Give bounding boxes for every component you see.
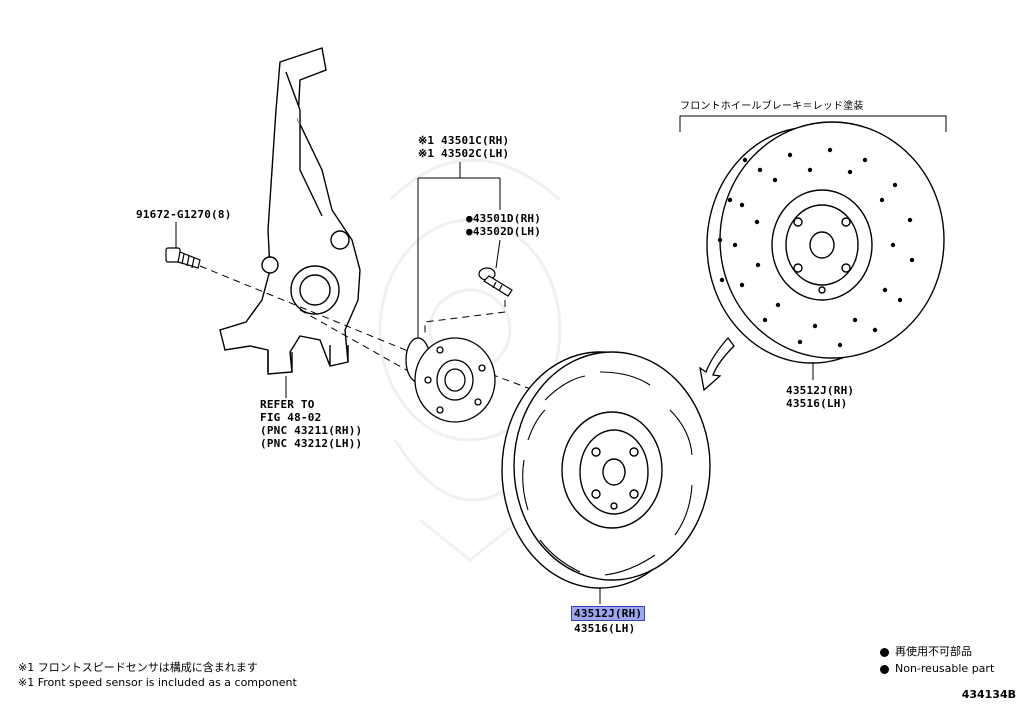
refer-pnc-lh-label: (PNC 43212(LH)) <box>260 437 363 450</box>
legend-jp-text: 再使用不可部品 <box>895 645 972 658</box>
axle-hub-rh-label[interactable]: ※1 43501C(RH) <box>418 134 510 147</box>
upper-disc-rh-label[interactable]: 43512J(RH) <box>786 384 855 397</box>
axle-hub-lh-label[interactable]: ※1 43502C(LH) <box>418 147 510 160</box>
hub-bolt-rh-label[interactable]: ●43501D(RH) <box>466 212 542 225</box>
lower-disc-rh-label-highlighted[interactable]: 43512J(RH) <box>571 606 646 621</box>
hub-bolt-icon[interactable] <box>478 267 513 297</box>
bullet-icon <box>880 664 889 674</box>
legend-en-text: Non-reusable part <box>895 662 995 675</box>
axle-hub-icon[interactable] <box>405 337 496 423</box>
footnote-jp: ※1 フロントスピードセンサは構成に含まれます <box>18 661 258 674</box>
legend-en: Non-reusable part <box>880 662 994 676</box>
footnote-en: ※1 Front speed sensor is included as a c… <box>18 676 297 689</box>
refer-fig-label[interactable]: FIG 48-02 <box>260 411 322 424</box>
hub-bolt-lh-label[interactable]: ●43502D(LH) <box>466 225 542 238</box>
leader-lines <box>175 115 947 604</box>
arrow-icon <box>699 336 735 392</box>
steering-knuckle-icon[interactable] <box>219 47 361 375</box>
knuckle-bolt-label[interactable]: 91672-G1270(8) <box>136 208 232 221</box>
brake-disc-icon[interactable] <box>706 121 945 364</box>
brake-disc-icon[interactable] <box>501 351 711 589</box>
refer-pnc-rh-label: (PNC 43211(RH)) <box>260 424 363 437</box>
bullet-icon <box>880 647 889 657</box>
figure-number: 434134B <box>961 688 1016 701</box>
knuckle-bolt-icon[interactable] <box>165 247 201 269</box>
refer-to-label: REFER TO <box>260 398 315 411</box>
lower-disc-lh-label[interactable]: 43516(LH) <box>574 622 636 635</box>
legend-jp: 再使用不可部品 <box>880 645 972 659</box>
red-paint-note: フロントホイールブレーキ＝レッド塗装 <box>680 101 864 112</box>
upper-disc-lh-label[interactable]: 43516(LH) <box>786 397 848 410</box>
